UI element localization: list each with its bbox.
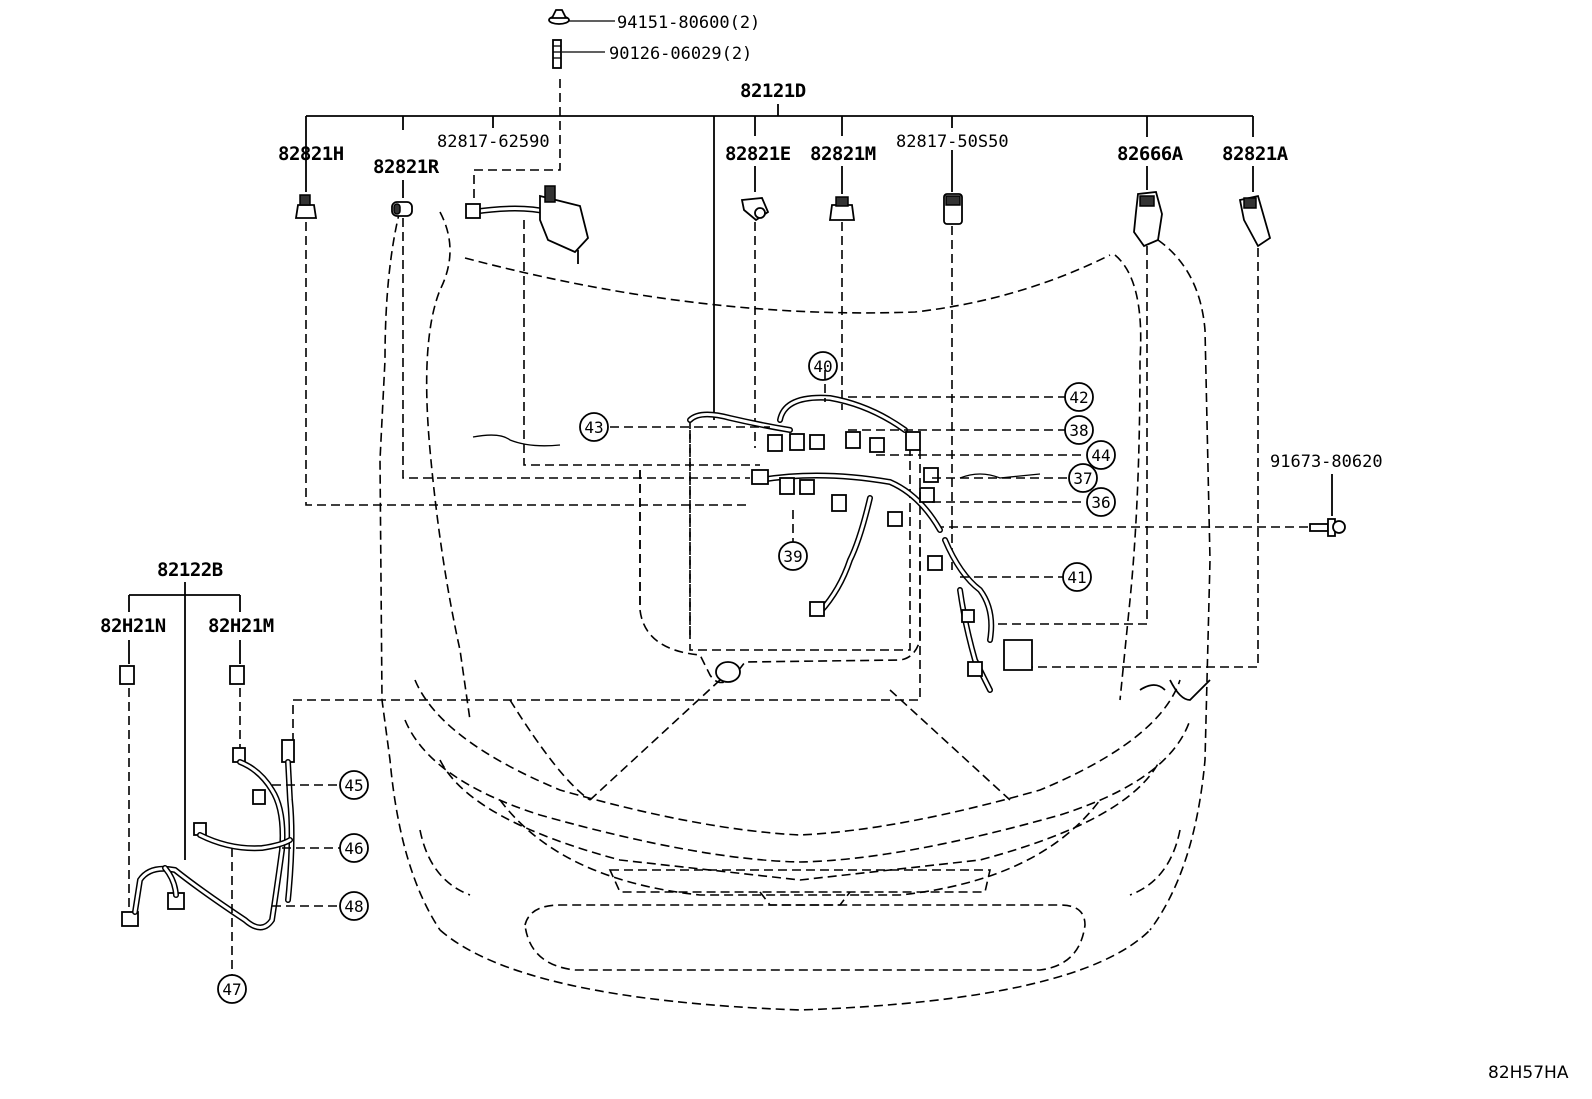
label-conn-h: 82821H (278, 143, 344, 165)
label-conn-r: 82821R (373, 156, 440, 178)
callout-47: 47 (217, 974, 247, 1004)
callout-46: 46 (339, 833, 369, 863)
svg-text:37: 37 (1073, 469, 1092, 488)
svg-text:48: 48 (344, 897, 363, 916)
callout-41: 41 (1062, 562, 1092, 592)
label-sub-m: 82H21M (208, 615, 274, 637)
svg-text:38: 38 (1069, 421, 1088, 440)
diagram-reference-code: 82H57HA (1488, 1063, 1569, 1083)
sub-connectors (119, 665, 295, 927)
svg-text:47: 47 (222, 980, 241, 999)
callout-48: 48 (339, 891, 369, 921)
svg-text:36: 36 (1091, 493, 1110, 512)
connector-82666a (1133, 191, 1163, 248)
stud-90126 (552, 39, 605, 69)
callout-36: 36 (1086, 487, 1116, 517)
label-sub-harness: 82122B (157, 559, 223, 581)
dashed-leaders (305, 74, 1310, 668)
label-clamp-b: 82817-50S50 (896, 132, 1009, 152)
label-clamp-a: 82817-62590 (437, 132, 550, 152)
callout-45: 45 (339, 770, 369, 800)
label-conn-a: 82821A (1222, 143, 1289, 165)
main-harness-bracket (305, 104, 1254, 420)
callout-39: 39 (778, 541, 808, 571)
callout-43: 43 (579, 412, 609, 442)
svg-text:46: 46 (344, 839, 363, 858)
label-bolt: 91673-80620 (1270, 452, 1383, 472)
label-main-harness: 82121D (740, 80, 806, 102)
connector-82821a (1238, 194, 1272, 248)
vehicle-outline (379, 209, 1211, 1011)
sub-harness-bracket (128, 582, 241, 860)
label-conn-666a: 82666A (1117, 143, 1184, 165)
label-stud: 90126-06029(2) (609, 44, 752, 64)
connector-82821h (294, 194, 318, 219)
callout-44: 44 (1086, 440, 1116, 470)
nut-94151 (548, 9, 615, 25)
svg-text:40: 40 (813, 357, 832, 376)
callout-42: 42 (1064, 382, 1094, 412)
sub-dashed (128, 688, 340, 975)
clamp-82817-50s50 (943, 193, 963, 225)
svg-text:42: 42 (1069, 388, 1088, 407)
svg-text:39: 39 (783, 547, 802, 566)
clamp-82817-62590 (465, 185, 589, 264)
sub-harness-wire (132, 759, 295, 931)
label-conn-m: 82821M (810, 143, 876, 165)
connector-82821m (828, 196, 856, 221)
connector-82821r (391, 201, 413, 217)
center-dashed (292, 370, 1085, 745)
label-conn-e: 82821E (725, 143, 791, 165)
svg-text:43: 43 (584, 418, 603, 437)
label-nut: 94151-80600(2) (617, 13, 760, 33)
label-sub-n: 82H21N (100, 615, 166, 637)
svg-text:41: 41 (1067, 568, 1086, 587)
bolt-91673 (1309, 518, 1346, 537)
callout-37: 37 (1068, 463, 1098, 493)
svg-text:44: 44 (1091, 446, 1110, 465)
connector-82821e (740, 197, 770, 222)
callout-40: 40 (808, 351, 838, 381)
svg-text:45: 45 (344, 776, 363, 795)
callout-38: 38 (1064, 415, 1094, 445)
central-harness (472, 394, 1041, 693)
